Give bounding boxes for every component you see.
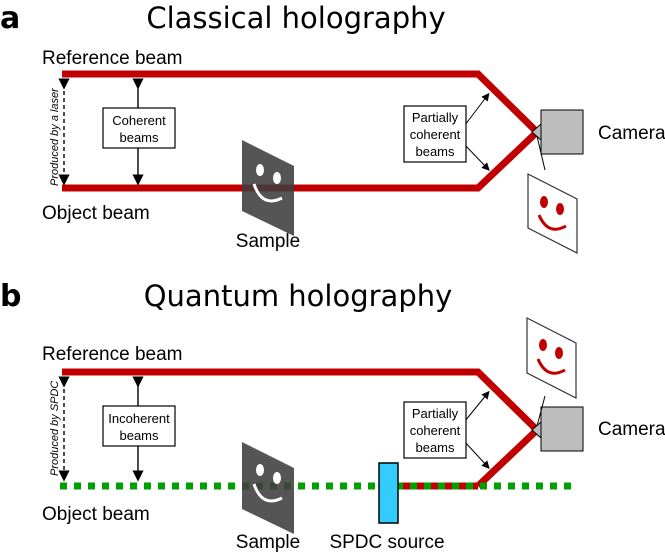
panel-a-box-right-line1: Partially: [412, 110, 459, 125]
panel-a-pointer-down: [464, 144, 490, 171]
panel-a-box-right-line3: beams: [415, 144, 455, 159]
panel-b-output-image: [526, 317, 577, 399]
panel-b-title: Quantum holography: [144, 279, 453, 313]
panel-b-side-label: Produced by SPDC: [49, 381, 61, 476]
panel-a-output-line: [536, 135, 546, 171]
panel-b-pointer-up: [464, 390, 490, 422]
panel-a-pointer-up: [464, 92, 490, 126]
panel-a-sample: [242, 140, 294, 236]
panel-b-box-left-line2: beams: [119, 428, 159, 443]
panel-b-source-label: SPDC source: [329, 532, 444, 552]
panel-b-letter: b: [0, 279, 21, 314]
panel-b-reference-beam: [62, 368, 540, 433]
panel-a-box-left-line1: Coherent: [112, 113, 166, 128]
panel-b-output-line: [536, 395, 546, 427]
panel-b-partial-box: [403, 401, 467, 459]
panel-b-reference-label: Reference beam: [42, 344, 182, 365]
panel-b-incoherent-box: [102, 405, 176, 447]
panel-a-sample-label: Sample: [236, 231, 300, 252]
panel-a-letter: a: [0, 1, 20, 36]
panel-b-box-right-line2: coherent: [410, 423, 461, 438]
panel-a: a Classical holography Reference beam Pr…: [0, 1, 665, 254]
panel-a-box-left-line2: beams: [119, 130, 159, 145]
panel-b-pointer-down: [464, 441, 490, 469]
panel-b-sample-label: Sample: [236, 532, 300, 552]
panel-a-object-beam: [62, 129, 540, 192]
panel-a-camera-label: Camera: [598, 123, 665, 144]
panel-b-object-red-branch: [475, 427, 540, 489]
panel-a-reference-beam: [62, 70, 540, 135]
panel-a-box-right-line2: coherent: [410, 127, 461, 142]
panel-a-camera: [531, 109, 584, 155]
panel-a-reference-label: Reference beam: [42, 48, 182, 69]
panel-a-side-label: Produced by a laser: [49, 87, 61, 186]
panel-b-box-left-line1: Incoherent: [108, 411, 170, 426]
panel-b: b Quantum holography Reference beam Prod…: [0, 279, 665, 552]
panel-b-sample: [242, 442, 294, 534]
panel-b-box-right-line1: Partially: [412, 406, 459, 421]
panel-b-spdc-crystal: [378, 462, 399, 524]
panel-a-partial-box: [403, 105, 467, 163]
panel-a-title: Classical holography: [146, 1, 445, 35]
panel-b-camera: [531, 406, 584, 452]
panel-b-object-label: Object beam: [42, 504, 150, 525]
panel-a-coherent-box: [102, 107, 176, 149]
panel-b-camera-label: Camera: [598, 419, 665, 440]
panel-a-output-image: [527, 173, 578, 254]
panel-a-object-label: Object beam: [42, 203, 150, 224]
panel-b-box-right-line3: beams: [415, 440, 455, 455]
